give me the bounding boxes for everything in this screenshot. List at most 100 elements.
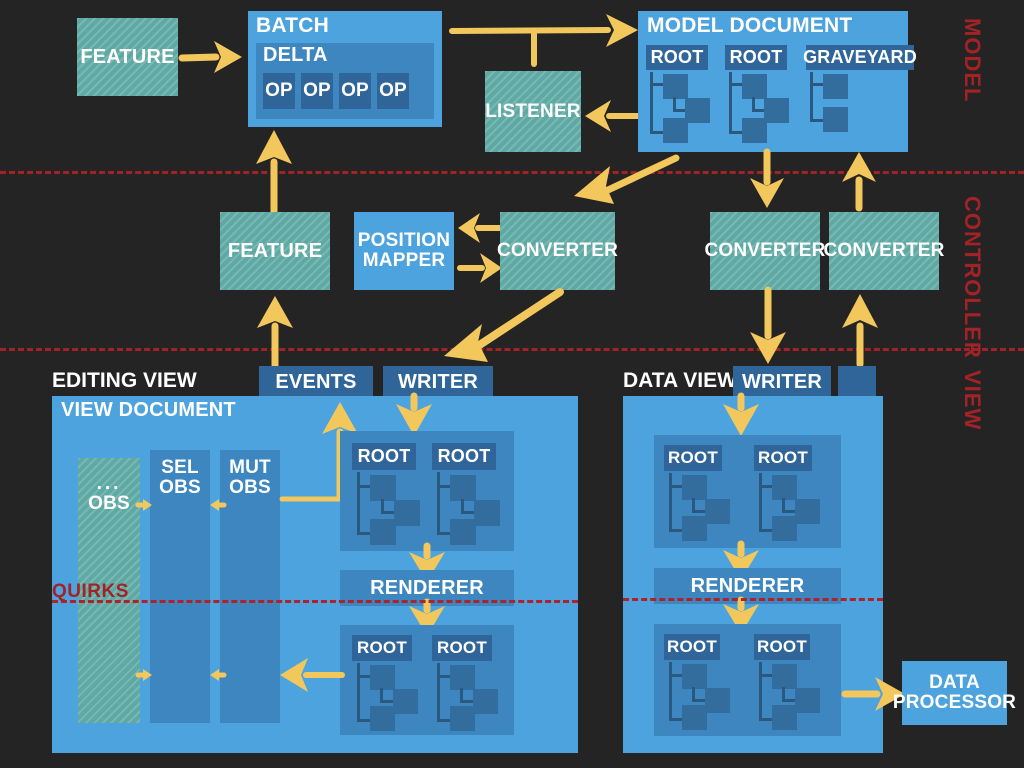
- divider-controller-view: [0, 348, 1024, 351]
- tree-line: [461, 511, 475, 514]
- op-box[interactable]: OP: [339, 73, 371, 109]
- tree-line: [461, 499, 464, 513]
- arrow-converter-data-to-writer: [746, 286, 790, 368]
- view-lower-tree-group[interactable]: ROOT ROOT: [340, 625, 514, 735]
- data-view-extra-box[interactable]: [838, 366, 876, 398]
- data-view-tree-root-1[interactable]: ROOT: [664, 445, 742, 541]
- root-tag: ROOT: [754, 445, 812, 471]
- op-box[interactable]: OP: [263, 73, 295, 109]
- quirks-divider: [623, 598, 883, 601]
- arrow-writer-to-view-tree: [392, 392, 436, 440]
- tree-node: [772, 475, 797, 500]
- tree-line: [650, 72, 653, 134]
- tree-line: [782, 687, 785, 701]
- tree-line: [437, 663, 440, 721]
- arrow-model-document-to-listener: [583, 96, 645, 136]
- tree-line: [437, 675, 451, 678]
- tree-line: [650, 131, 666, 134]
- editing-view-events-box[interactable]: EVENTS: [259, 366, 373, 398]
- op-box[interactable]: OP: [377, 73, 409, 109]
- converter-data-up-box[interactable]: CONVERTER: [823, 212, 944, 290]
- tree-node: [370, 706, 395, 731]
- model-tree-root-2[interactable]: ROOT: [725, 45, 789, 143]
- arrow-data-tree-to-renderer: [719, 540, 763, 584]
- observer-mutation-line2: OBS: [229, 476, 271, 498]
- model-document-box[interactable]: MODEL DOCUMENT ROOT ROOT GR: [638, 11, 917, 152]
- arrow-data-view-to-converter-up: [838, 288, 882, 368]
- tree-node: [795, 688, 820, 713]
- model-document-label: MODEL DOCUMENT: [647, 14, 853, 37]
- root-tag: ROOT: [725, 45, 787, 70]
- op-box[interactable]: OP: [301, 73, 333, 109]
- view-tree-root-2[interactable]: ROOT: [432, 443, 504, 545]
- arrow-controller-feature-to-batch: [252, 126, 296, 222]
- model-feature-box[interactable]: FEATURE: [77, 18, 178, 96]
- tree-line: [782, 498, 785, 512]
- tree-line: [381, 511, 395, 514]
- view-document-label: VIEW DOCUMENT: [61, 399, 236, 421]
- tree-line: [673, 109, 687, 112]
- tree-line: [669, 473, 672, 531]
- data-processor-line1: DATA: [929, 672, 980, 694]
- tree-line: [752, 109, 766, 112]
- controller-feature-box[interactable]: FEATURE: [220, 212, 330, 290]
- tree-line: [692, 510, 706, 513]
- tree-line: [759, 485, 773, 488]
- tree-node: [682, 516, 707, 541]
- observer-selection-line2: OBS: [159, 476, 201, 498]
- tree-line: [380, 700, 394, 703]
- tree-line: [759, 718, 775, 721]
- tree-node: [663, 74, 688, 99]
- data-view-document-box[interactable]: ROOT ROOT: [623, 392, 883, 753]
- observer-selection-box[interactable]: SEL OBS: [150, 450, 210, 723]
- tree-line: [759, 529, 775, 532]
- tree-line: [810, 83, 824, 86]
- position-mapper-box[interactable]: POSITION MAPPER: [354, 212, 454, 290]
- dom-tree-root-1[interactable]: ROOT: [352, 635, 424, 731]
- delta-box[interactable]: DELTA OP OP OP OP: [256, 43, 434, 119]
- tree-line: [669, 662, 672, 720]
- arrow-observer-connector: [208, 668, 227, 682]
- data-view-tree-root-2[interactable]: ROOT: [754, 445, 832, 541]
- arrow-dom-to-observers: [276, 654, 346, 696]
- batch-box[interactable]: BATCH DELTA OP OP OP OP: [248, 11, 442, 127]
- position-mapper-line1: POSITION: [357, 230, 451, 252]
- model-tree-graveyard[interactable]: GRAVEYARD: [803, 45, 917, 141]
- editing-view-title: EDITING VIEW: [52, 369, 197, 392]
- view-upper-tree-group[interactable]: ROOT ROOT: [340, 431, 514, 551]
- tree-line: [437, 532, 453, 535]
- tree-line: [357, 663, 360, 721]
- tree-node: [370, 665, 395, 690]
- data-dom-tree-root-2[interactable]: ROOT: [754, 634, 832, 730]
- data-processor-box[interactable]: DATA PROCESSOR: [893, 661, 1016, 725]
- root-tag: ROOT: [754, 634, 810, 660]
- converter-data-down-box[interactable]: CONVERTER: [704, 212, 825, 290]
- tree-line: [460, 688, 463, 702]
- converter-editing-box[interactable]: CONVERTER: [497, 212, 618, 290]
- arrow-feature-to-batch: [178, 36, 250, 76]
- tree-node: [370, 475, 396, 501]
- tree-line: [692, 687, 695, 701]
- data-view-writer-box[interactable]: WRITER: [733, 366, 831, 398]
- observer-other-box[interactable]: ... OBS: [78, 458, 140, 723]
- model-tree-root-1[interactable]: ROOT: [646, 45, 710, 143]
- view-document-box[interactable]: VIEW DOCUMENT ... OBS SEL OBS MUT OBS: [52, 392, 578, 753]
- tree-line: [692, 699, 706, 702]
- tree-node: [682, 475, 707, 500]
- listener-box[interactable]: LISTENER: [485, 71, 581, 152]
- tree-node: [450, 706, 475, 731]
- data-view-lower-tree-group[interactable]: ROOT ROOT: [654, 624, 841, 736]
- data-dom-tree-root-1[interactable]: ROOT: [664, 634, 742, 730]
- editing-view-writer-box[interactable]: WRITER: [383, 366, 493, 398]
- data-view-upper-tree-group[interactable]: ROOT ROOT: [654, 435, 841, 548]
- tree-line: [810, 119, 826, 122]
- dom-tree-root-2[interactable]: ROOT: [432, 635, 504, 731]
- arrow-view-tree-to-renderer: [405, 542, 449, 586]
- tree-line: [650, 83, 664, 86]
- observer-mutation-box[interactable]: MUT OBS: [220, 450, 280, 723]
- observer-selection-line1: SEL: [161, 457, 199, 478]
- tree-line: [357, 485, 371, 488]
- view-tree-root-1[interactable]: ROOT: [352, 443, 424, 545]
- tree-line: [729, 72, 732, 134]
- tree-node: [742, 118, 767, 143]
